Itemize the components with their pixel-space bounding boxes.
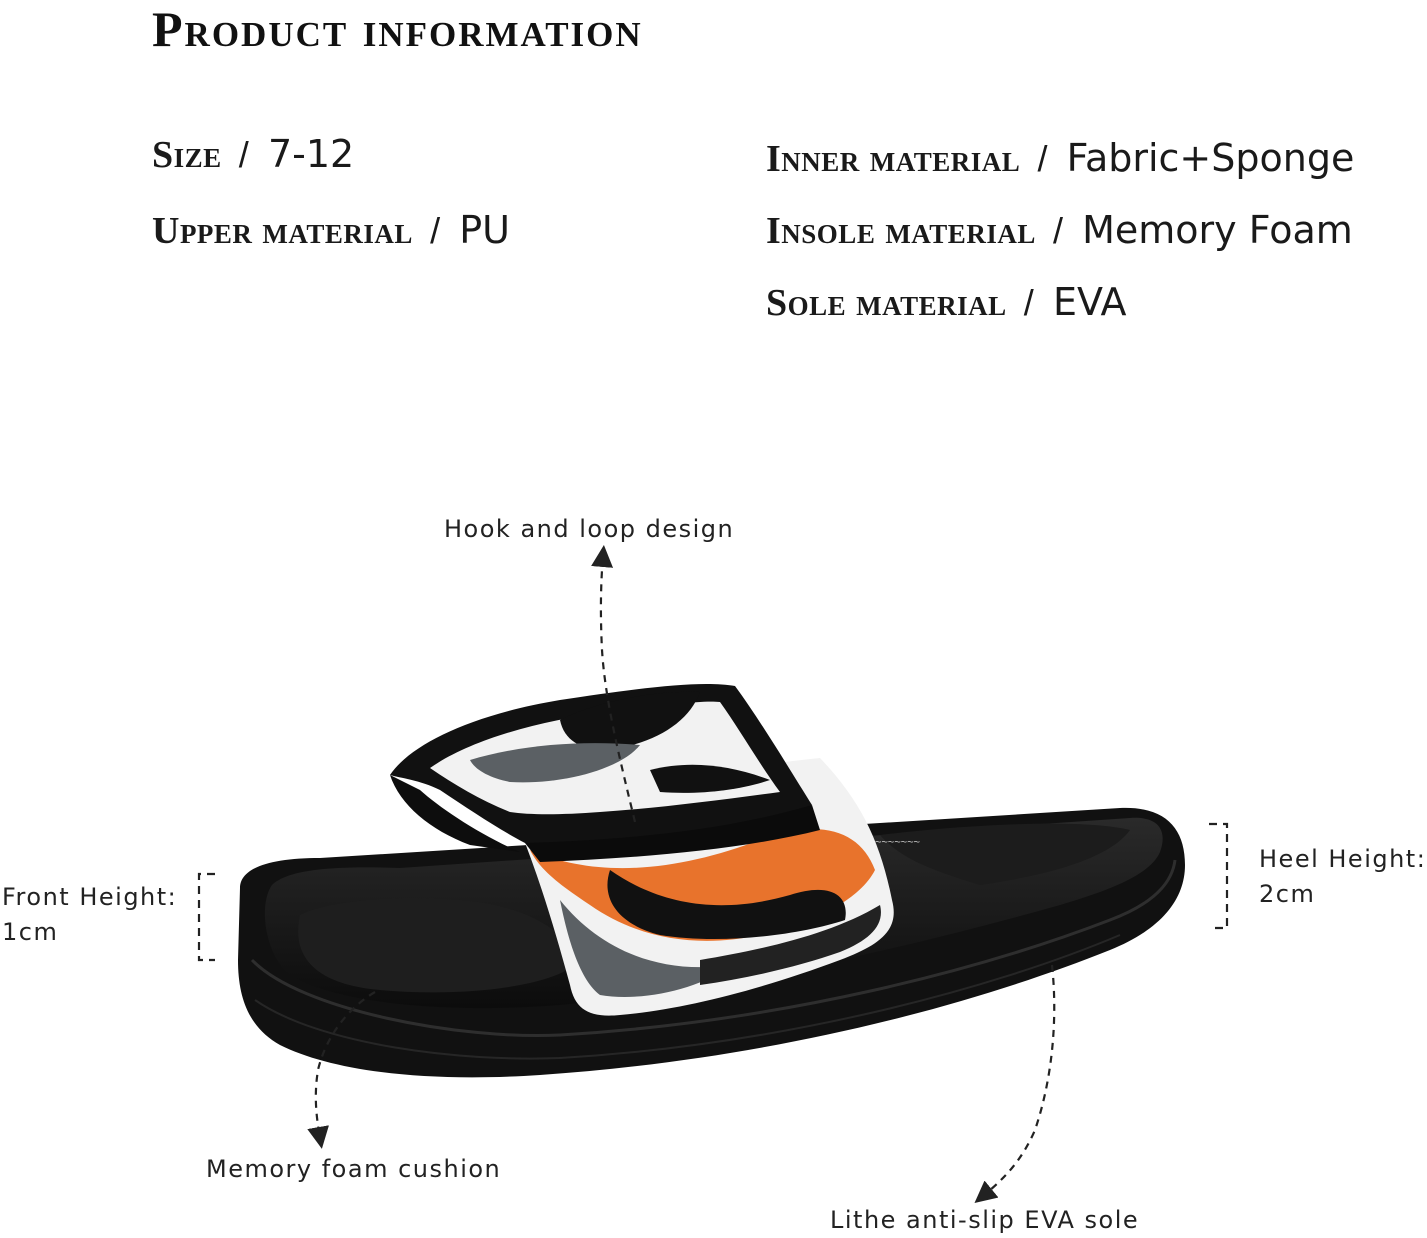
- spec-size: Size / 7-12: [152, 132, 354, 177]
- spec-separator: /: [238, 134, 249, 175]
- heel-height-value: 2cm: [1259, 880, 1316, 908]
- height-bracket-icon: [197, 872, 215, 962]
- spec-value: EVA: [1052, 280, 1127, 324]
- height-bracket-icon: [1209, 822, 1229, 930]
- callout-front-height: Front Height: 1cm: [2, 880, 177, 950]
- page-title: Product information: [152, 1, 643, 57]
- callout-heel-height: Heel Height: 2cm: [1259, 842, 1426, 912]
- spec-value: Fabric+Sponge: [1066, 136, 1355, 180]
- callout-memory-foam: Memory foam cushion: [206, 1155, 502, 1183]
- spec-value: PU: [459, 208, 510, 252]
- spec-inner-material: Inner material / Fabric+Sponge: [766, 136, 1354, 181]
- spec-separator: /: [430, 210, 441, 251]
- spec-separator: /: [1052, 210, 1063, 251]
- spec-separator: /: [1037, 138, 1048, 179]
- spec-upper-material: Upper material / PU: [152, 208, 510, 253]
- velcro-flap: [390, 683, 820, 862]
- spec-value: 7-12: [267, 132, 355, 176]
- spec-label: Inner material: [766, 138, 1021, 180]
- dashed-arrow-icon: [307, 991, 376, 1149]
- front-height-value: 1cm: [2, 918, 59, 946]
- dashed-arrow-icon: [974, 964, 1056, 1203]
- spec-sole-material: Sole material / EVA: [766, 280, 1127, 325]
- front-height-label: Front Height:: [2, 883, 178, 911]
- spec-value: Memory Foam: [1082, 208, 1353, 252]
- spec-label: Upper material: [152, 210, 413, 252]
- spec-label: Sole material: [766, 282, 1007, 324]
- spec-label: Insole material: [766, 210, 1036, 252]
- callout-hook-and-loop: Hook and loop design: [444, 515, 735, 543]
- dashed-arrow-icon: [591, 545, 637, 823]
- spec-separator: /: [1023, 282, 1034, 323]
- spec-label: Size: [152, 134, 222, 176]
- callout-eva-sole: Lithe anti-slip EVA sole: [830, 1206, 1140, 1234]
- spec-insole-material: Insole material / Memory Foam: [766, 208, 1353, 253]
- heel-height-label: Heel Height:: [1259, 845, 1427, 873]
